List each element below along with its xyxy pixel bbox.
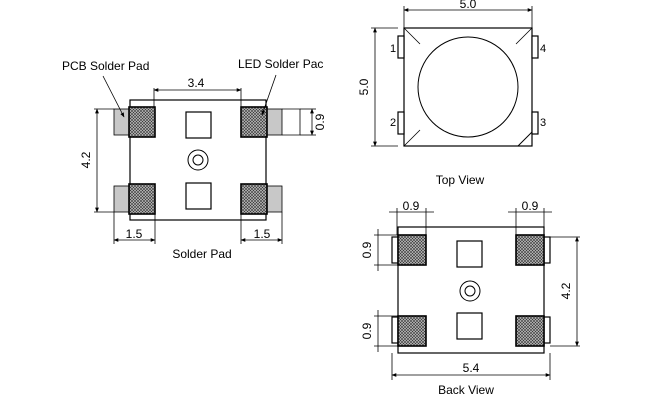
- pin-tab-3: [531, 111, 539, 135]
- pin-tab-4: [531, 35, 539, 59]
- back-dim-width-label: 5.4: [463, 361, 480, 375]
- back-tab-top-left: [391, 236, 399, 264]
- pin-label-3: 3: [540, 117, 546, 129]
- pcb-solder-pad-label: PCB Solder Pad: [62, 59, 149, 73]
- back-dim-pad-upper-label: 0.9: [360, 241, 374, 258]
- dim-left-label: 1.5: [126, 227, 143, 241]
- pin-label-1: 1: [390, 43, 396, 55]
- pin-tab-1: [397, 35, 405, 59]
- top-view-lens-circle: [417, 36, 519, 138]
- back-center-square-bottom: [456, 312, 483, 340]
- pin-label-2: 2: [390, 117, 396, 129]
- dim-width-label: 3.4: [188, 76, 205, 90]
- back-tab-bottom-left: [391, 316, 399, 344]
- back-dim-pad-right-label: 0.9: [522, 199, 539, 213]
- back-pad-bottom-left: [397, 315, 427, 347]
- center-square-top: [185, 111, 212, 139]
- bevel-line: [403, 129, 421, 147]
- bevel-line: [515, 27, 533, 45]
- pin-tab-2: [397, 111, 405, 135]
- solder-pad-bottom-left: [128, 183, 156, 215]
- pad-outline-right: [282, 108, 301, 136]
- pcb-solder-pad-leader: [102, 75, 125, 118]
- back-center-circle-outer: [459, 280, 481, 302]
- back-center-square-top: [456, 240, 483, 268]
- back-tab-bottom-right: [543, 316, 551, 344]
- back-pad-top-left: [397, 234, 427, 266]
- dim-right-label: 1.5: [254, 227, 271, 241]
- back-dim-pad-lower-label: 0.9: [360, 322, 374, 339]
- center-square-bottom: [185, 182, 212, 210]
- top-view-dim-height-label: 5.0: [357, 78, 371, 95]
- back-view: 0.9 0.9 0.9 0.9 4.2 5.4 Back View: [360, 199, 580, 397]
- top-view-package-outline: [403, 27, 533, 147]
- top-view: 1 2 3 4 5.0 5.0 Top View: [357, 0, 546, 187]
- dim-pad-label: 0.9: [313, 113, 327, 130]
- solder-pad-bottom-right: [240, 183, 268, 215]
- back-dim-pad-left-label: 0.9: [403, 199, 420, 213]
- pin-label-4: 4: [540, 43, 546, 55]
- back-tab-top-right: [543, 236, 551, 264]
- back-dim-height-label: 4.2: [559, 282, 573, 299]
- solder-pad-view: PCB Solder Pad LED Solder Pac 3.4 4.2 0.…: [62, 57, 327, 261]
- back-center-circle-inner: [464, 285, 476, 297]
- top-view-caption: Top View: [436, 173, 485, 187]
- solder-pad-top-left: [128, 106, 156, 138]
- pcb-pad-extension-bottom-left: [113, 185, 131, 213]
- top-view-dim-width-label: 5.0: [460, 0, 477, 11]
- back-pad-top-right: [515, 234, 545, 266]
- back-pad-bottom-right: [515, 315, 545, 347]
- pcb-pad-extension-bottom-right: [265, 185, 283, 213]
- center-circle-outer: [187, 149, 209, 171]
- top-view-chamfer: [517, 131, 533, 147]
- bevel-line: [403, 27, 421, 45]
- back-view-caption: Back View: [438, 383, 494, 397]
- led-solder-pad-leader: [261, 74, 277, 116]
- led-solder-pad-label: LED Solder Pac: [238, 57, 323, 71]
- center-circle-inner: [192, 154, 204, 166]
- dim-height-label: 4.2: [79, 151, 93, 168]
- solder-pad-caption: Solder Pad: [172, 247, 231, 261]
- pcb-pad-extension-top-right: [265, 108, 283, 136]
